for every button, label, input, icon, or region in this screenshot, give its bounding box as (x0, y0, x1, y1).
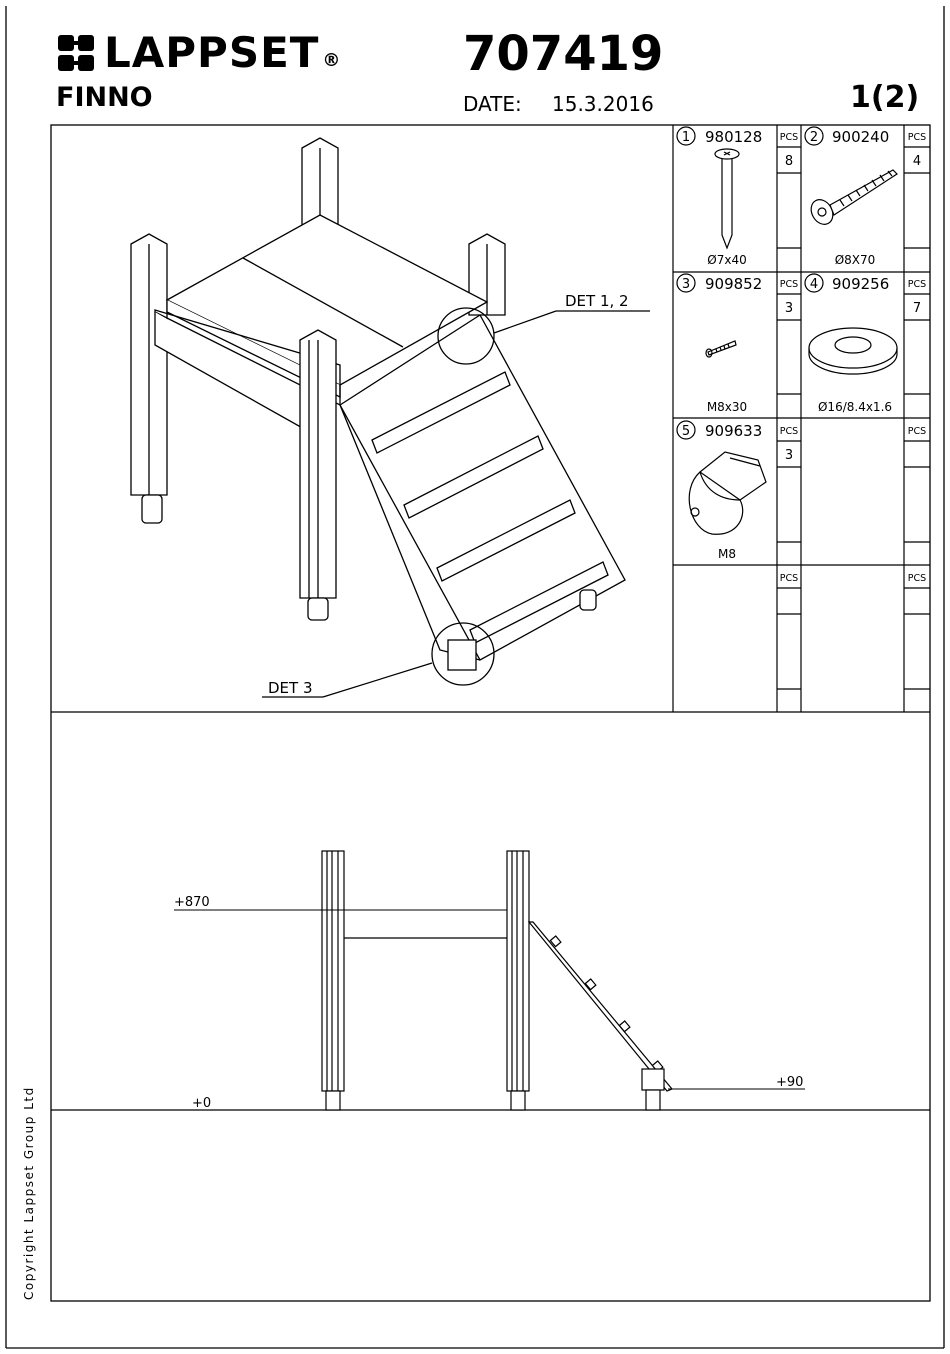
bolt-icon (706, 341, 736, 357)
part-5-pcs-label: PCS (780, 426, 798, 437)
part-1-pcs-label: PCS (780, 132, 798, 143)
level-ground-label: +0 (192, 1096, 211, 1111)
side-elevation-drawing (322, 851, 672, 1110)
part-4-index: 4 (810, 277, 818, 292)
callout-det-3: DET 3 (268, 679, 313, 697)
part-2-qty: 4 (913, 154, 921, 169)
part-3: 3 909852 PCS 3 M8x30 (682, 275, 798, 414)
part-3-qty: 3 (785, 301, 793, 316)
washer-icon (809, 328, 897, 374)
part-4: 4 909256 PCS 7 Ø16/8.4x1.6 (809, 275, 926, 414)
part-4-size: Ø16/8.4x1.6 (818, 400, 892, 414)
part-5-index: 5 (682, 424, 690, 439)
level-ramp-label: +90 (776, 1075, 803, 1090)
part-5-size: M8 (718, 547, 736, 561)
callout-det-1-2: DET 1, 2 (565, 292, 629, 310)
part-1: 1 980128 PCS 8 Ø7x40 (682, 128, 798, 267)
copyright-text: Copyright Lappset Group Ltd (22, 1086, 36, 1300)
part-2-size: Ø8X70 (835, 253, 876, 267)
empty-pcs-label: PCS (780, 573, 798, 584)
empty-pcs-label: PCS (908, 426, 926, 437)
part-3-index: 3 (682, 277, 690, 292)
part-3-size: M8x30 (707, 400, 747, 414)
part-2-pcs-label: PCS (908, 132, 926, 143)
part-2-index: 2 (810, 130, 818, 145)
part-2: 2 900240 PCS 4 Ø8X70 (807, 128, 926, 267)
part-4-qty: 7 (913, 301, 921, 316)
wood-screw-icon (807, 170, 897, 228)
part-4-pcs-label: PCS (908, 279, 926, 290)
screw-icon (715, 149, 739, 248)
part-5: 5 909633 PCS 3 M8 (682, 422, 798, 561)
part-5-qty: 3 (785, 448, 793, 463)
part-3-code: 909852 (705, 275, 762, 293)
part-1-qty: 8 (785, 154, 793, 169)
part-1-code: 980128 (705, 128, 762, 146)
part-3-pcs-label: PCS (780, 279, 798, 290)
part-1-index: 1 (682, 130, 690, 145)
part-5-code: 909633 (705, 422, 762, 440)
level-lines (174, 910, 805, 1089)
part-2-code: 900240 (832, 128, 889, 146)
cap-nut-icon (689, 452, 766, 534)
level-top-label: +870 (174, 895, 210, 910)
isometric-assembly-drawing (131, 138, 625, 685)
empty-pcs-label: PCS (908, 573, 926, 584)
part-1-size: Ø7x40 (707, 253, 746, 267)
part-4-code: 909256 (832, 275, 889, 293)
parts-table (673, 125, 930, 712)
